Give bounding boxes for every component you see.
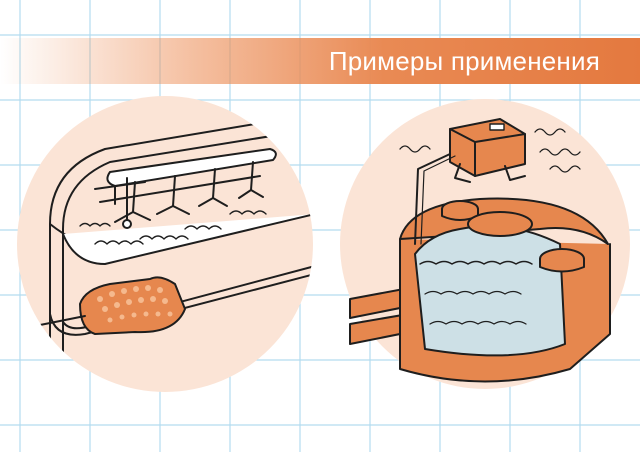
septic-tank-illustration [340,99,630,389]
page-title: Примеры применения [328,46,600,76]
header-banner: Примеры применения [0,38,640,84]
aeration-tank-illustration [17,96,313,392]
